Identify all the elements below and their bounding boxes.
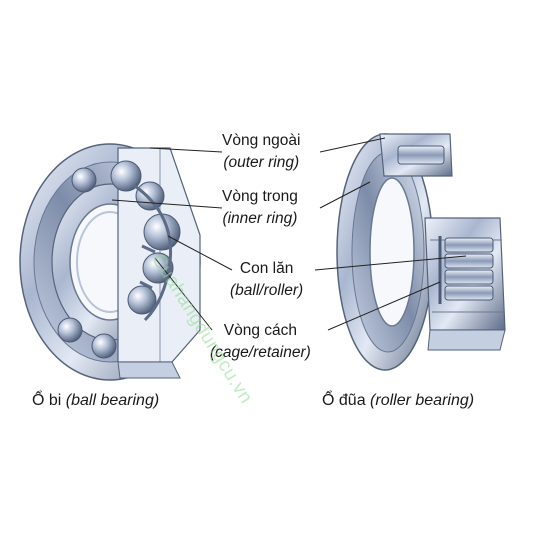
- label-inner-ring-en: (inner ring): [222, 210, 298, 227]
- leader-lines: [111, 137, 467, 331]
- caption-ball-bearing: Ổ bi (ball bearing): [32, 392, 159, 410]
- ball: [71, 167, 97, 193]
- caption-roller-bearing-en: (roller bearing): [370, 392, 475, 409]
- caption-ball-bearing-vi: Ổ bi: [32, 392, 62, 409]
- label-inner-ring: Vòng trong (inner ring): [222, 186, 298, 230]
- leader-roller-right: [314, 255, 467, 271]
- ball: [91, 333, 117, 359]
- leader-inner-ring-left: [111, 199, 223, 209]
- label-cage-vi: Vòng cách: [223, 322, 298, 339]
- label-outer-ring: Vòng ngoài (outer ring): [222, 130, 300, 174]
- roller: [397, 145, 445, 165]
- ball: [110, 160, 142, 192]
- label-roller-vi: Con lăn: [239, 260, 294, 277]
- roller: [444, 285, 494, 301]
- leader-outer-ring-left: [149, 147, 223, 153]
- label-cage-en: (cage/retainer): [210, 344, 311, 361]
- leader-inner-ring-right: [319, 181, 371, 209]
- leader-roller-left: [167, 235, 233, 271]
- leader-cage-left: [154, 257, 213, 331]
- roller-bearing: [336, 133, 506, 371]
- leader-outer-ring-right: [319, 137, 386, 153]
- leader-cage-right: [327, 281, 441, 331]
- ball: [127, 285, 157, 315]
- ball-bearing-cage: [134, 184, 173, 322]
- roller: [444, 237, 494, 253]
- caption-roller-bearing: Ổ đũa (roller bearing): [322, 392, 474, 410]
- label-outer-ring-en: (outer ring): [223, 154, 300, 171]
- label-inner-ring-vi: Vòng trong: [222, 188, 298, 205]
- roller: [444, 253, 494, 269]
- label-outer-ring-vi: Vòng ngoài: [222, 132, 301, 149]
- label-roller-en: (ball/roller): [230, 282, 304, 299]
- ball: [142, 252, 174, 284]
- ball: [57, 317, 83, 343]
- ball: [135, 181, 165, 211]
- caption-ball-bearing-en: (ball bearing): [65, 392, 160, 409]
- label-cage: Vòng cách (cage/retainer): [210, 320, 311, 364]
- roller: [444, 269, 494, 285]
- caption-roller-bearing-vi: Ổ đũa: [322, 392, 366, 409]
- roller-bearing-bore: [369, 177, 415, 327]
- ball: [143, 213, 181, 251]
- label-roller: Con lăn (ball/roller): [230, 258, 303, 302]
